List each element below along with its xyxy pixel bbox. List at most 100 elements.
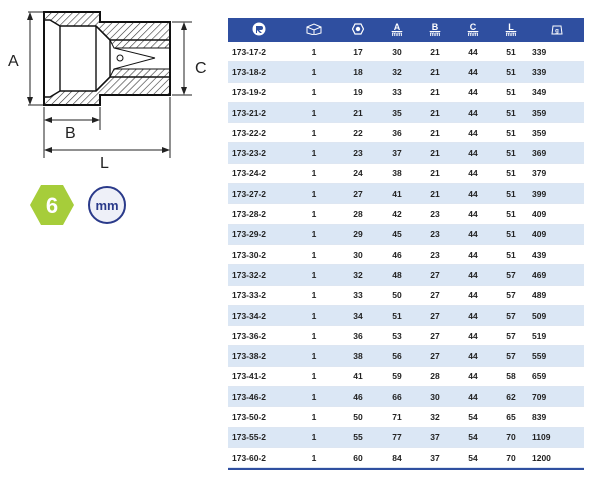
- cell-weight: 399: [530, 183, 584, 205]
- cell-b: 27: [416, 285, 454, 306]
- cell-qty: 1: [290, 102, 338, 124]
- cell-c: 44: [454, 285, 492, 306]
- cell-c: 44: [454, 386, 492, 408]
- cell-a: 48: [378, 264, 416, 286]
- cell-a: 36: [378, 122, 416, 144]
- cell-weight: 359: [530, 102, 584, 124]
- cell-c: 44: [454, 305, 492, 327]
- package-box-icon: [306, 23, 322, 36]
- cell-weight: 1109: [530, 427, 584, 448]
- svg-text:g: g: [555, 29, 559, 35]
- cell-l: 57: [492, 325, 530, 347]
- cell-l: 58: [492, 366, 530, 388]
- dimension-label-c: C: [195, 60, 207, 77]
- cell-b: 21: [416, 163, 454, 185]
- cell-c: 54: [454, 447, 492, 469]
- cell-l: 57: [492, 305, 530, 327]
- cell-qty: 1: [290, 305, 338, 327]
- cell-weight: 1200: [530, 447, 584, 469]
- cell-c: 44: [454, 183, 492, 205]
- cell-l: 51: [492, 61, 530, 83]
- cell-a: 50: [378, 285, 416, 306]
- dimension-label-b: B: [65, 125, 76, 142]
- cell-c: 44: [454, 345, 492, 367]
- cell-c: 54: [454, 427, 492, 448]
- cell-a: 51: [378, 305, 416, 327]
- cell-b: 37: [416, 447, 454, 469]
- cell-code: 173-50-2: [228, 406, 290, 428]
- cell-l: 51: [492, 142, 530, 164]
- cell-weight: 409: [530, 203, 584, 225]
- cell-hex: 41: [338, 366, 378, 388]
- cell-b: 21: [416, 122, 454, 144]
- cell-code: 173-17-2: [228, 42, 290, 63]
- cell-weight: 489: [530, 285, 584, 306]
- cell-l: 57: [492, 345, 530, 367]
- hex-point-count: 6: [46, 193, 58, 218]
- header-weight: g: [530, 18, 584, 42]
- dimension-label-a: A: [8, 53, 19, 70]
- cell-l: 51: [492, 42, 530, 63]
- cell-weight: 439: [530, 244, 584, 266]
- cell-code: 173-22-2: [228, 122, 290, 144]
- cell-c: 44: [454, 102, 492, 124]
- cell-code: 173-18-2: [228, 61, 290, 83]
- weight-icon: g: [551, 25, 563, 35]
- cell-qty: 1: [290, 163, 338, 185]
- cell-code: 173-27-2: [228, 183, 290, 205]
- cell-a: 30: [378, 42, 416, 63]
- cell-code: 173-34-2: [228, 305, 290, 327]
- header-package: [290, 18, 338, 42]
- cell-qty: 1: [290, 42, 338, 63]
- cell-hex: 19: [338, 82, 378, 103]
- cell-qty: 1: [290, 203, 338, 225]
- cell-qty: 1: [290, 406, 338, 428]
- cell-qty: 1: [290, 386, 338, 408]
- cell-code: 173-23-2: [228, 142, 290, 164]
- cell-hex: 38: [338, 345, 378, 367]
- cell-code: 173-28-2: [228, 203, 290, 225]
- cell-a: 53: [378, 325, 416, 347]
- cell-b: 23: [416, 224, 454, 245]
- cell-b: 27: [416, 345, 454, 367]
- cell-qty: 1: [290, 224, 338, 245]
- cell-l: 51: [492, 163, 530, 185]
- cell-qty: 1: [290, 264, 338, 286]
- cell-hex: 55: [338, 427, 378, 448]
- cell-b: 21: [416, 102, 454, 124]
- cell-c: 44: [454, 366, 492, 388]
- cell-qty: 1: [290, 447, 338, 469]
- cell-c: 54: [454, 406, 492, 428]
- cell-c: 44: [454, 61, 492, 83]
- cell-a: 35: [378, 102, 416, 124]
- dimension-label-l: L: [100, 155, 109, 172]
- cell-l: 70: [492, 427, 530, 448]
- cell-hex: 24: [338, 163, 378, 185]
- cell-code: 173-30-2: [228, 244, 290, 266]
- cell-hex: 34: [338, 305, 378, 327]
- cell-hex: 27: [338, 183, 378, 205]
- cell-hex: 60: [338, 447, 378, 469]
- cell-weight: 839: [530, 406, 584, 428]
- cell-weight: 369: [530, 142, 584, 164]
- cell-l: 51: [492, 244, 530, 266]
- cell-code: 173-36-2: [228, 325, 290, 347]
- cell-hex: 22: [338, 122, 378, 144]
- cell-c: 44: [454, 163, 492, 185]
- cell-b: 28: [416, 366, 454, 388]
- cell-c: 44: [454, 244, 492, 266]
- cell-b: 32: [416, 406, 454, 428]
